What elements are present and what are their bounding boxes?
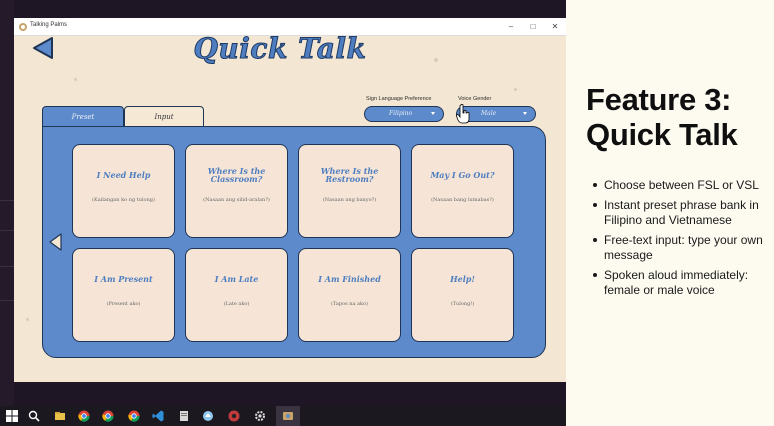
window-title: Talking Palms (30, 22, 68, 28)
file-explorer-icon[interactable] (54, 410, 66, 422)
voice-gender-value: Male (481, 110, 497, 117)
texture-speck (514, 88, 517, 91)
settings-icon[interactable] (254, 410, 266, 422)
page-title: Quick Talk (193, 32, 367, 66)
vscode-icon[interactable] (152, 410, 164, 422)
phrase-card[interactable]: I Am Finished (Tapos na ako) (298, 248, 401, 342)
hand-cursor-icon (456, 104, 470, 124)
texture-speck (74, 78, 77, 81)
feature-bullet-list: Choose between FSL or VSL Instant preset… (590, 178, 770, 303)
phrase-card[interactable]: Where Is the Restroom? (Nasaan ang banyo… (298, 144, 401, 238)
sign-language-label: Sign Language Preference (366, 96, 432, 102)
previous-page-arrow-icon[interactable] (49, 233, 63, 251)
phrase-translation: (Tapos na ako) (330, 301, 368, 307)
minimize-button[interactable]: – (508, 22, 514, 31)
phrase-card[interactable]: I Need Help (Kailangan ko ng tulong) (72, 144, 175, 238)
voice-gender-label: Voice Gender (458, 96, 492, 102)
search-icon[interactable] (28, 410, 40, 422)
phrase-translation: (Late ako) (223, 301, 250, 307)
close-button[interactable]: ✕ (551, 22, 559, 31)
phrase-card[interactable]: Where Is the Classroom? (Nasaan ang sili… (185, 144, 288, 238)
presentation-slide (566, 0, 774, 426)
phrase-text: Where Is the Classroom? (207, 166, 266, 184)
phrase-text: I Am Finished (318, 274, 381, 284)
phrase-card[interactable]: Help! (Tulong!) (411, 248, 514, 342)
phrase-text: May I Go Out? (430, 170, 495, 180)
app-icon[interactable] (202, 410, 214, 422)
phrase-translation: (Nasaan ang banyo?) (322, 197, 377, 203)
bullet-item: Choose between FSL or VSL (590, 178, 770, 193)
phrase-card[interactable]: I Am Present (Present ako) (72, 248, 175, 342)
sign-language-value: Filipino (389, 110, 413, 117)
folder-icon[interactable] (178, 410, 190, 422)
phrase-card[interactable]: I Am Late (Late ako) (185, 248, 288, 342)
texture-speck (434, 58, 438, 62)
app-logo-icon (19, 23, 27, 31)
voice-gender-dropdown[interactable]: Male (456, 106, 536, 122)
feature-title-line1: Feature 3: (586, 82, 732, 117)
windows-icon[interactable] (6, 410, 18, 422)
chevron-down-icon (431, 112, 435, 115)
texture-speck (26, 318, 29, 321)
phrase-translation: (Nasaan ang silid-aralan?) (203, 197, 270, 203)
phrase-text: Help! (450, 274, 475, 284)
bullet-item: Instant preset phrase bank in Filipino a… (590, 198, 770, 228)
phrase-translation: (Nasaan bang lumabas?) (431, 197, 494, 203)
phrase-text: Where Is the Restroom? (320, 166, 379, 184)
bullet-item: Spoken aloud immediately: female or male… (590, 268, 770, 298)
chrome-icon[interactable] (78, 410, 90, 422)
back-arrow-icon[interactable] (32, 36, 54, 60)
maximize-button[interactable]: □ (530, 22, 536, 31)
taskbar (0, 406, 566, 426)
chrome-icon[interactable] (128, 410, 140, 422)
desktop-background (0, 0, 14, 406)
sign-language-dropdown[interactable]: Filipino (364, 106, 444, 122)
browser-icon[interactable] (228, 410, 240, 422)
bullet-item: Free-text input: type your own message (590, 233, 770, 263)
phrase-translation: (Present ako) (106, 301, 141, 307)
phrase-translation: (Tulong!) (450, 301, 475, 307)
feature-title-line2: Quick Talk (586, 117, 738, 152)
tab-input[interactable]: Input (124, 106, 204, 128)
tab-preset[interactable]: Preset (42, 106, 124, 128)
phrase-text: I Need Help (96, 170, 151, 180)
chrome-icon[interactable] (102, 410, 114, 422)
phrase-translation: (Kailangan ko ng tulong) (92, 197, 155, 203)
title-bar: Talking Palms – □ ✕ (14, 18, 566, 36)
phrase-card[interactable]: May I Go Out? (Nasaan bang lumabas?) (411, 144, 514, 238)
phrase-text: I Am Late (214, 274, 259, 284)
feature-title: Feature 3: Quick Talk (586, 82, 772, 152)
talking-palms-icon[interactable] (282, 410, 294, 422)
phrase-text: I Am Present (94, 274, 153, 284)
chevron-down-icon (523, 112, 527, 115)
